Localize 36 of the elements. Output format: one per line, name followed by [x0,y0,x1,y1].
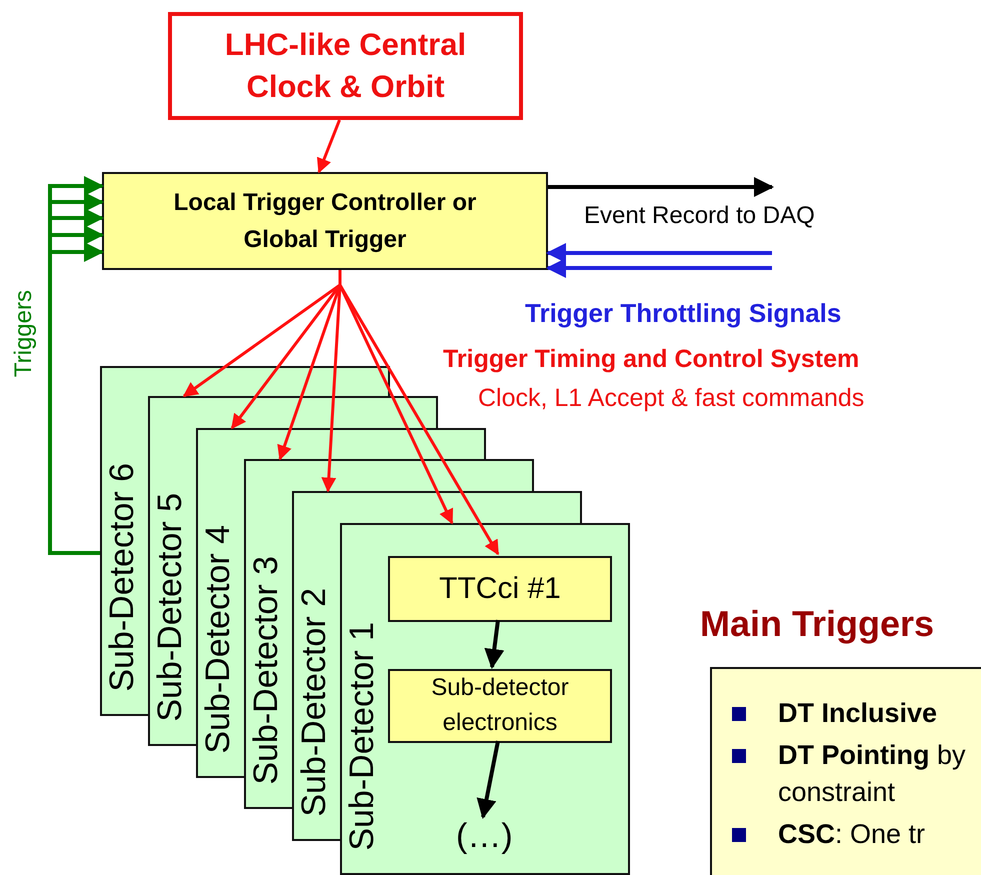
arrow [484,620,504,669]
annotation-text: Trigger Timing and Control System [443,345,860,374]
arrow [548,177,774,197]
annotation-text: Triggers [10,290,38,378]
edge-label: Event Record to DAQ [584,202,815,230]
arrow [546,258,772,278]
module-box [388,556,612,622]
panel-title: Sub-Detector 4 [201,525,235,754]
arrow [316,119,341,174]
box-title: Sub-detector electronics [430,673,570,738]
list-item: DT Inclusive [778,698,938,728]
controller-box [102,172,548,270]
sub-detector-panel [100,366,148,716]
arrow [476,740,500,819]
sub-detector-panel [148,396,196,746]
arrow [546,243,772,263]
box-title: Local Trigger Controller or Global Trigger [172,188,478,255]
panel-title: Sub-Detector 3 [249,556,283,785]
panel-title: Sub-Detector 2 [297,588,331,817]
module-box [388,669,612,743]
sub-detector-panel [340,523,630,875]
annotation-text: Clock, L1 Accept & fast commands [478,384,864,413]
box-title: LHC-like Central Clock & Orbit [224,26,468,106]
box-title: TTCci #1 [439,571,561,608]
ellipsis-text: (…) [456,819,526,855]
clock-box [168,12,523,120]
list-item: CSC: One tr [778,819,926,850]
list-item: DT Pointing by constraint [778,740,966,807]
sub-detector-panel [244,459,292,809]
sub-detector-panel [292,491,340,841]
panel-heading: Main Triggers [700,603,934,645]
panel-title: Sub-Detector 1 [345,622,379,851]
annotation-text: Trigger Throttling Signals [525,298,842,329]
panel-title: Sub-Detector 5 [153,493,187,722]
panel-title: Sub-Detector 6 [105,463,139,692]
sub-detector-panel [196,428,244,778]
